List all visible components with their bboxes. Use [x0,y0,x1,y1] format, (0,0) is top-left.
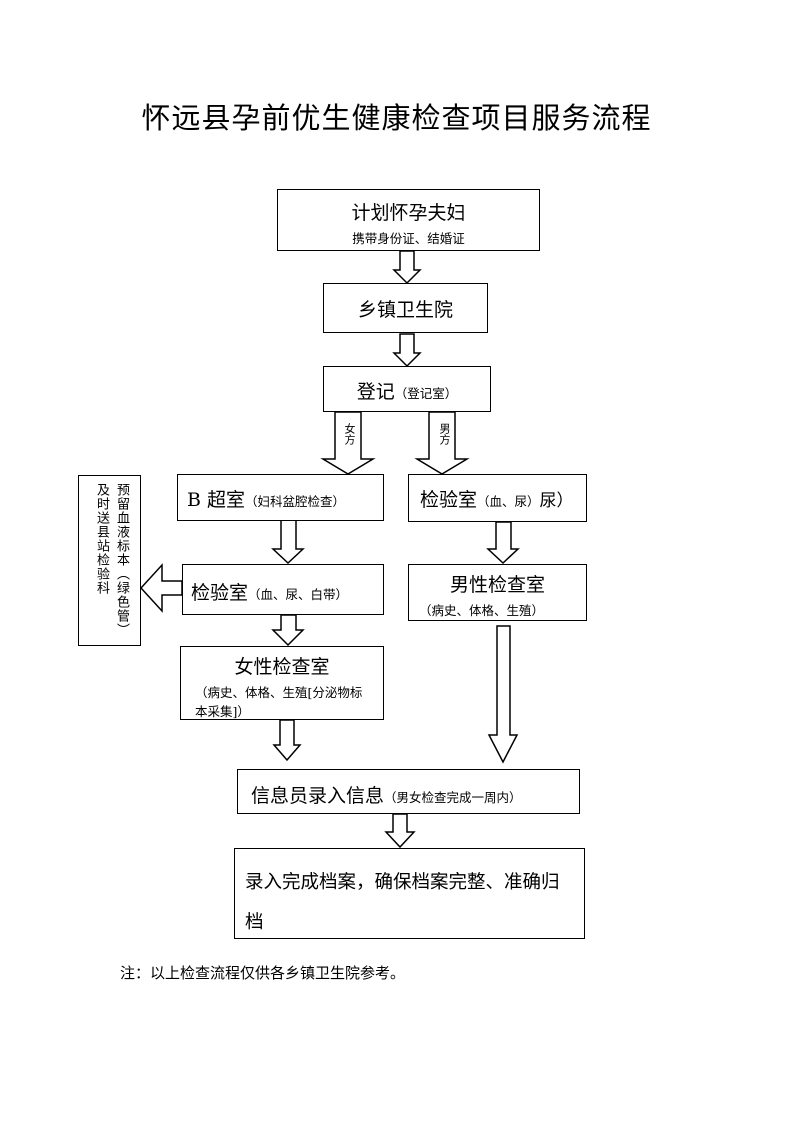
page-title: 怀远县孕前优生健康检查项目服务流程 [141,101,652,135]
arrow-femaleexam-to-info [272,719,302,762]
arrow-couple-to-township [392,250,422,285]
node-male-lab: 检验室（血、尿）尿） [408,474,587,522]
node-female-lab: 检验室（血、尿、白带） [182,564,384,615]
node-info-entry-sub: （男女检查完成一周内） [384,790,522,805]
footnote: 注：以上检查流程仅供各乡镇卫生院参考。 [120,964,406,982]
node-couple-main: 计划怀孕夫妇 [351,202,466,224]
node-female-exam: 女性检查室 （病史、体格、生殖[分泌物标本采集]） [180,646,384,720]
arrow-femalelab-to-sample [139,563,183,613]
node-female-lab-sub: （血、尿、白带） [248,587,349,602]
arrow-info-to-archive [384,813,416,849]
node-female-exam-main: 女性检查室 [234,656,330,678]
arrow-malelab-to-maleexam [486,521,520,565]
node-info-entry: 信息员录入信息（男女检查完成一周内） [237,769,580,814]
node-couple: 计划怀孕夫妇 携带身份证、结婚证 [277,189,540,251]
node-male-exam-sub: （病史、体格、生殖） [419,603,545,618]
node-archive-main: 录入完成档案，确保档案完整、准确归档 [245,872,560,933]
node-blood-sample-col2: 及时送县站检验科 [94,483,109,595]
arrow-femalelab-to-femaleexam [271,614,305,647]
node-register-main: 登记 [356,381,395,403]
node-info-entry-main: 信息员录入信息 [251,785,385,807]
node-female-exam-sub: （病史、体格、生殖[分泌物标本采集]） [195,685,363,719]
node-male-lab-main: 检验室 [420,489,478,511]
node-male-lab-tail: 尿） [539,491,574,511]
node-blood-sample-col1: 预留血液标本（绿色管） [114,483,129,637]
node-b-ultrasound-main: B 超室 [187,489,246,511]
arrow-township-to-register [392,333,422,368]
arrow-maleexam-to-info [487,625,519,764]
node-male-exam-main: 男性检查室 [449,574,545,596]
node-male-lab-sub: （血、尿） [477,494,540,509]
node-male-exam: 男性检查室 （病史、体格、生殖） [408,564,587,621]
node-register-sub: （登记室） [394,386,458,401]
arrow-register-to-female [320,411,376,475]
branch-label-male: 男方 [438,423,451,445]
node-couple-sub: 携带身份证、结婚证 [352,231,465,246]
branch-label-female: 女方 [343,423,356,445]
node-b-ultrasound: B 超室（妇科盆腔检查） [177,474,384,521]
arrow-bus-to-femalelab [271,519,305,565]
node-township-main: 乡镇卫生院 [357,299,453,321]
arrow-register-to-male [414,411,470,475]
node-blood-sample: 预留血液标本（绿色管） 及时送县站检验科 [78,475,141,646]
node-female-lab-main: 检验室 [191,582,249,604]
node-township: 乡镇卫生院 [323,283,488,333]
node-register: 登记（登记室） [323,366,491,412]
node-b-ultrasound-sub: （妇科盆腔检查） [245,494,346,509]
node-archive: 录入完成档案，确保档案完整、准确归档 [234,848,585,939]
